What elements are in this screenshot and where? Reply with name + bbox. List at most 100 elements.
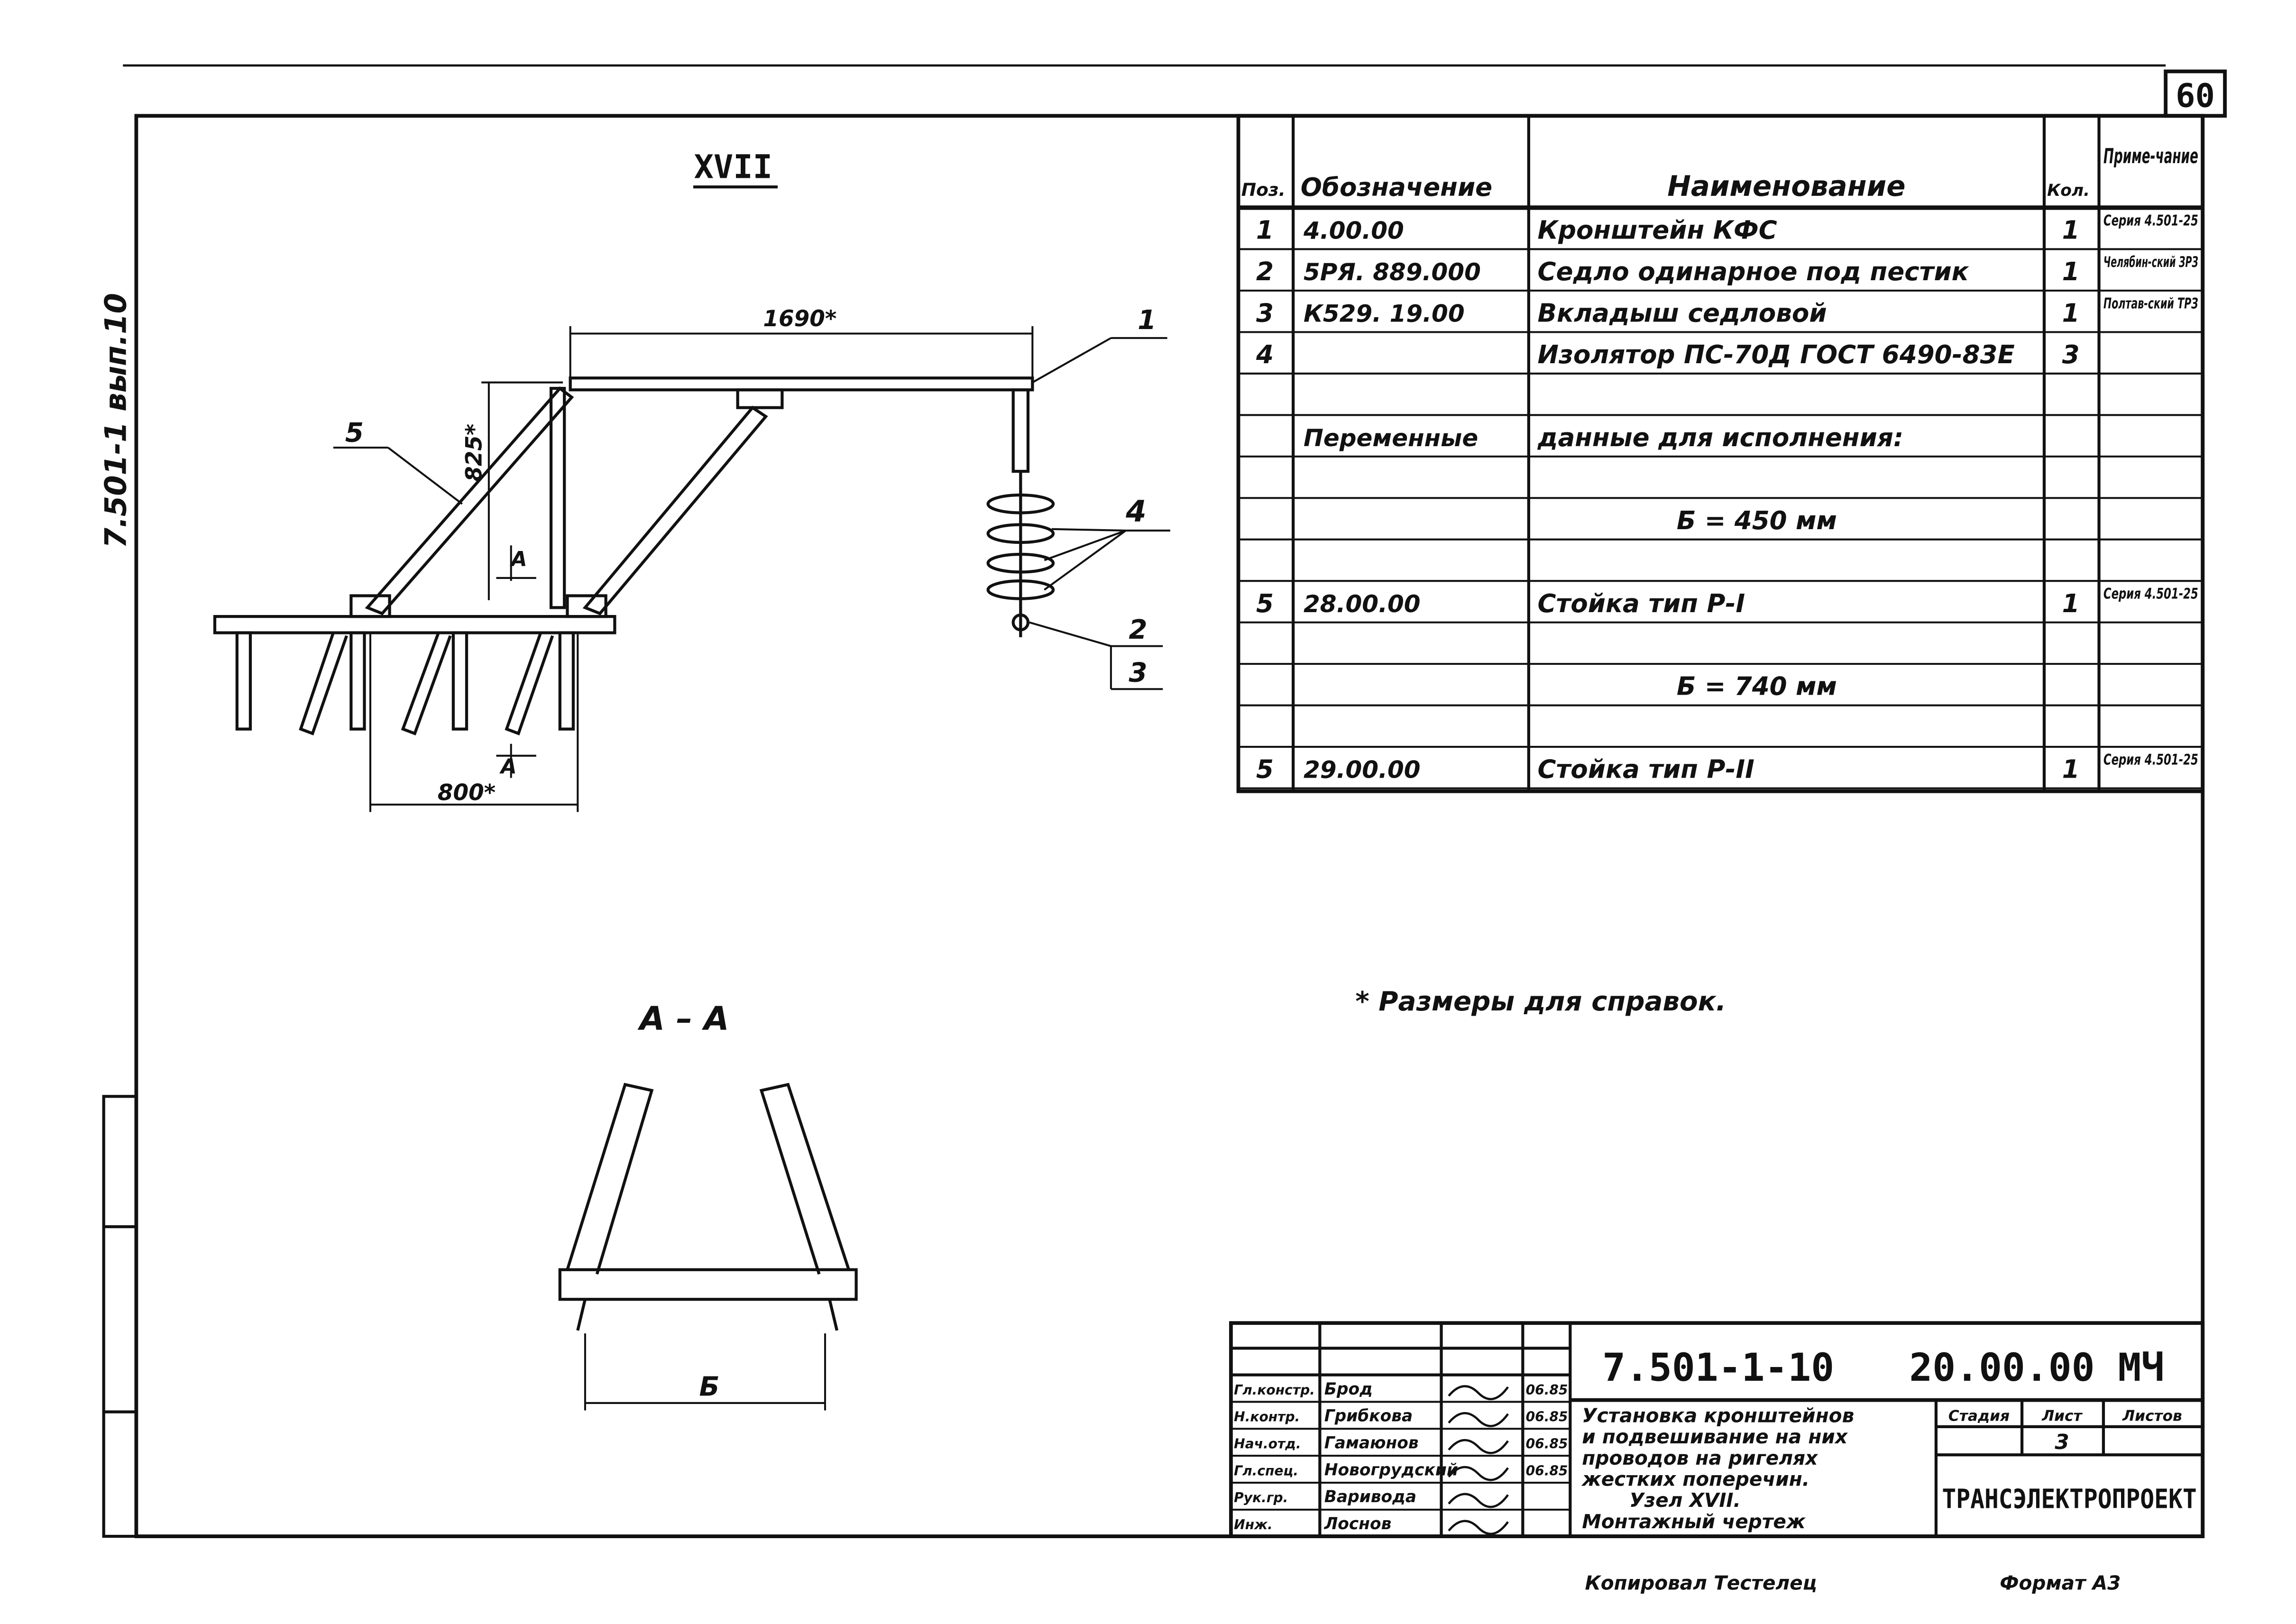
header-name: Наименование xyxy=(1667,170,1905,202)
sheets-label: Листов xyxy=(2122,1407,2182,1424)
table-row: Б = 740 мм xyxy=(1677,672,1837,701)
description-line: Монтажный чертеж xyxy=(1582,1510,1806,1533)
sheet-label: Лист xyxy=(2041,1407,2083,1424)
node-view-drawing: XVII 1690* 8 xyxy=(213,148,1170,812)
role: Н.контр. xyxy=(1234,1409,1300,1425)
dimension-width-b: Б xyxy=(699,1371,719,1402)
cell-note: Челябин-ский ЗРЗ xyxy=(2103,254,2198,271)
description-line: проводов на ригелях xyxy=(1582,1447,1818,1469)
description-line: жестких поперечин. xyxy=(1581,1468,1809,1491)
callout-3: 3 xyxy=(1129,658,1147,688)
role: Гл.спец. xyxy=(1234,1463,1298,1478)
cell-name: Изолятор ПС-70Д ГОСТ 6490-83Е xyxy=(1538,340,2015,369)
cell-name: данные для исполнения: xyxy=(1537,423,1904,452)
person-name: Грибкова xyxy=(1324,1407,1413,1426)
signature xyxy=(1448,1466,1509,1481)
leader-lines xyxy=(333,337,1170,690)
callout-2: 2 xyxy=(1129,615,1147,645)
role: Рук.гр. xyxy=(1234,1490,1288,1505)
signature-row: Рук.гр. Варивода xyxy=(1234,1487,1509,1508)
table-row: 3 К529. 19.00 Вкладыш седловой 1 Полтав-ский… xyxy=(1256,295,2198,328)
diagonal-brace xyxy=(582,405,768,615)
cell-pos: 4 xyxy=(1256,340,1274,369)
section-marker-top: А xyxy=(510,547,527,571)
specification-table: Поз. Обозначение Наименование Кол. Приме… xyxy=(1236,114,2205,793)
series-number: 7.501-1-10 xyxy=(1602,1346,1834,1390)
description-line: Установка кронштейнов xyxy=(1582,1404,1854,1427)
description-line: Узел XVII. xyxy=(1629,1489,1741,1512)
cell-pos: 3 xyxy=(1256,298,1274,328)
cell-name: Вкладыш седловой xyxy=(1538,298,1827,328)
cell-note: Серия 4.501-25 xyxy=(2103,586,2198,603)
document-code: 20.00.00 МЧ xyxy=(1909,1346,2164,1390)
cell-qty: 1 xyxy=(2062,298,2080,328)
cell-name: Б = 740 мм xyxy=(1677,672,1837,701)
cell-designation: К529. 19.00 xyxy=(1304,300,1465,327)
cell-name: Седло одинарное под пестик xyxy=(1538,257,1970,286)
role: Нач.отд. xyxy=(1234,1436,1301,1452)
header-qty: Кол. xyxy=(2047,181,2090,200)
section-marker-bottom: А xyxy=(499,754,517,779)
person-name: Новогрудский xyxy=(1324,1460,1458,1479)
cell-qty: 3 xyxy=(2062,340,2080,369)
cell-name: Стойка тип Р-I xyxy=(1538,589,1745,618)
cell-note: Серия 4.501-25 xyxy=(2103,212,2198,229)
cell-name: Кронштейн КФС xyxy=(1538,216,1777,245)
callout-5: 5 xyxy=(345,418,364,449)
margin-label: 7.501-1 вып.10 xyxy=(99,293,133,549)
stage-label: Стадия xyxy=(1948,1407,2010,1424)
dimension-base: 800* xyxy=(438,780,496,806)
description-line: и подвешивание на них xyxy=(1582,1425,1848,1448)
person-name: Гамаюнов xyxy=(1324,1434,1419,1453)
date: 06.85 xyxy=(1526,1463,1568,1478)
date: 06.85 xyxy=(1526,1436,1568,1452)
cell-designation: 4.00.00 xyxy=(1303,217,1404,245)
cell-designation: 5РЯ. 889.000 xyxy=(1304,258,1481,286)
signature-row: Гл.спец. Новогрудский 06.85 xyxy=(1234,1460,1568,1481)
reference-note: * Размеры для справок. xyxy=(1355,986,1726,1017)
person-name: Варивода xyxy=(1324,1487,1416,1506)
node-label: XVII xyxy=(694,148,773,186)
insulator-string xyxy=(986,388,1055,637)
cell-designation: 28.00.00 xyxy=(1304,590,1421,618)
signature-row: Инж.Лоснов xyxy=(1234,1514,1509,1535)
footer-copied-by: Копировал Тестелец xyxy=(1585,1572,1817,1595)
cell-designation: 29.00.00 xyxy=(1304,756,1421,784)
callout-1: 1 xyxy=(1138,305,1156,336)
cell-pos: 1 xyxy=(1256,216,1274,245)
cell-note: Полтав-ский ТРЗ xyxy=(2103,295,2198,312)
cell-qty: 1 xyxy=(2062,755,2080,784)
date: 06.85 xyxy=(1526,1382,1568,1398)
sheet-number: 60 xyxy=(2176,77,2215,115)
header-note: Приме-чание xyxy=(2103,144,2198,168)
header-pos: Поз. xyxy=(1241,179,1286,200)
cell-pos: 5 xyxy=(1256,755,1274,784)
signature xyxy=(1448,1520,1509,1535)
piles xyxy=(235,631,575,735)
footer-format: Формат А3 xyxy=(2000,1572,2121,1595)
header-designation: Обозначение xyxy=(1301,173,1492,202)
cell-note: Серия 4.501-25 xyxy=(2103,752,2198,769)
cell-designation: Переменные xyxy=(1304,424,1478,452)
signature xyxy=(1448,1412,1509,1427)
table-row: Переменные данные для исполнения: xyxy=(1304,423,1903,452)
table-row: 2 5РЯ. 889.000 Седло одинарное под пестик 1… xyxy=(1256,254,2198,286)
cell-qty: 1 xyxy=(2062,257,2080,286)
table-row: 4 Изолятор ПС-70Д ГОСТ 6490-83Е 3 xyxy=(1256,340,2080,369)
person-name: Лоснов xyxy=(1324,1514,1392,1533)
cell-qty: 1 xyxy=(2062,589,2080,618)
signature-row: Гл.констр. Брод 06.85 xyxy=(1234,1380,1568,1401)
organization-name: ТРАНСЭЛЕКТРОПРОЕКТ xyxy=(1942,1484,2196,1515)
dimension-lines xyxy=(369,326,1034,812)
role: Гл.констр. xyxy=(1234,1382,1315,1398)
dimension-height: 825* xyxy=(461,424,487,482)
strut-5 xyxy=(365,386,574,615)
cell-pos: 2 xyxy=(1256,257,1274,286)
person-name: Брод xyxy=(1324,1380,1373,1399)
callout-4: 4 xyxy=(1125,494,1146,529)
